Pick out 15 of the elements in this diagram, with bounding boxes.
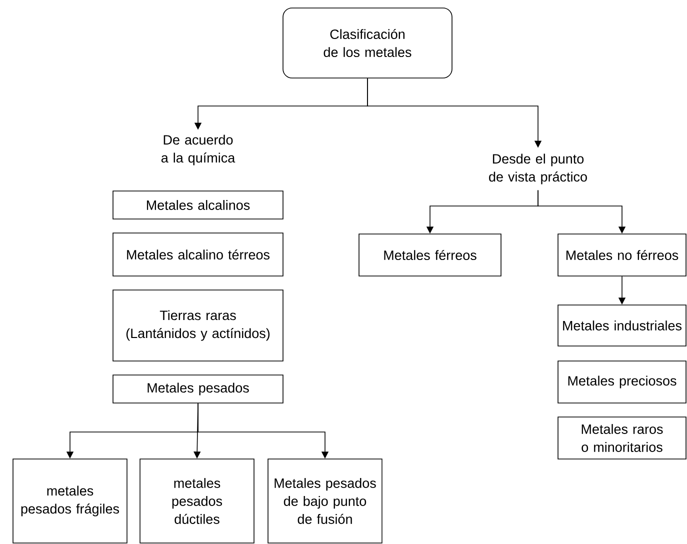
category-label: De acuerdo a la química: [161, 134, 236, 166]
category-box: Metales pesados: [112, 374, 284, 404]
category-box: Metales alcalinos: [112, 190, 284, 220]
category-box: Metales industriales: [558, 304, 686, 346]
category-box: Metales pesados de bajo punto de fusión: [268, 458, 382, 544]
category-box: Metales preciosos: [558, 360, 686, 404]
category-label: Desde el punto de vista práctico: [489, 154, 587, 184]
category-box: Metales alcalino térreos: [112, 232, 284, 276]
title-box: Clasificación de los metales: [282, 8, 452, 78]
category-box: metales pesados frágiles: [12, 458, 128, 544]
category-box: metales pesados dúctiles: [140, 458, 254, 544]
category-box: Tierras raras (Lantánidos y actínidos): [112, 290, 284, 362]
category-box: Metales raros o minoritarios: [558, 416, 686, 460]
category-box: Metales no férreos: [558, 234, 686, 276]
category-box: Metales férreos: [358, 234, 502, 276]
